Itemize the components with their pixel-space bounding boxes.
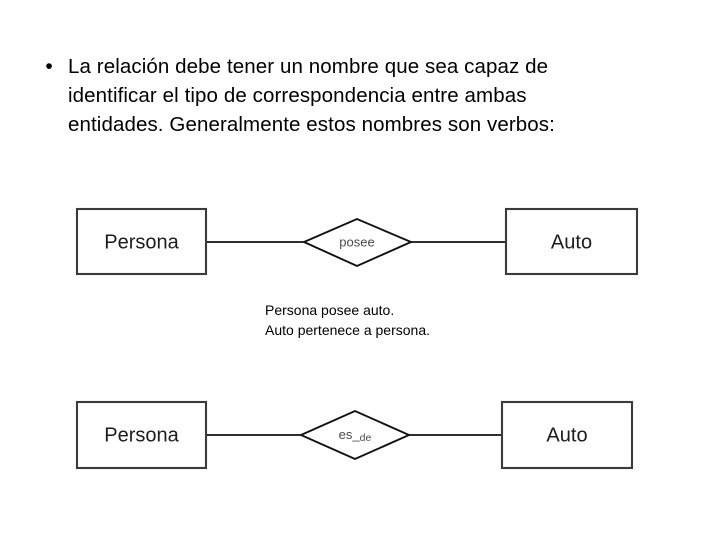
relationship-diamond-es-de[interactable] xyxy=(298,409,412,461)
caption-line-2: Auto pertenece a persona. xyxy=(265,321,431,338)
bullet-line-1: • La relación debe tener un nombre que s… xyxy=(30,52,670,81)
relationship-label-es-de-sub: de xyxy=(360,432,372,444)
diagram-caption: Persona posee auto. Auto pertenece a per… xyxy=(265,301,430,340)
entity-box-persona-2[interactable] xyxy=(75,400,208,470)
entity-box-auto-2[interactable] xyxy=(500,400,634,470)
relationship-label-es-de-main: es_ xyxy=(339,427,361,442)
entity-label-persona-2: Persona xyxy=(104,424,179,446)
bullet-text-line-3: entidades. Generalmente estos nombres so… xyxy=(68,113,555,136)
relationship-label-posee: posee xyxy=(339,234,374,249)
bullet-line-3: entidades. Generalmente estos nombres so… xyxy=(30,110,670,139)
bullet-marker-icon: • xyxy=(45,55,53,78)
entity-box-persona-1[interactable] xyxy=(75,207,208,276)
bullet-line-2: identificar el tipo de correspondencia e… xyxy=(30,81,670,110)
er-diagram-posee-canvas: Persona posee Auto xyxy=(75,207,639,276)
er-diagram-posee: Persona posee Auto xyxy=(0,196,720,286)
entity-label-auto-1: Auto xyxy=(551,231,592,253)
er-diagram-es-de: Persona es_de Auto xyxy=(0,392,720,478)
er-diagram-es-de-canvas: Persona es_de Auto xyxy=(75,400,634,470)
bullet-text-line-1: La relación debe tener un nombre que sea… xyxy=(68,55,549,78)
entity-label-auto-2: Auto xyxy=(546,424,587,446)
relationship-diamond-posee[interactable] xyxy=(301,217,414,268)
entity-box-auto-1[interactable] xyxy=(504,207,639,276)
bullet-paragraph: • La relación debe tener un nombre que s… xyxy=(30,52,670,139)
relationship-label-es-de: es_de xyxy=(339,427,372,443)
caption-line-1: Persona posee auto. xyxy=(265,302,395,318)
entity-label-persona-1: Persona xyxy=(104,231,179,253)
bullet-text-line-2: identificar el tipo de correspondencia e… xyxy=(68,84,527,107)
